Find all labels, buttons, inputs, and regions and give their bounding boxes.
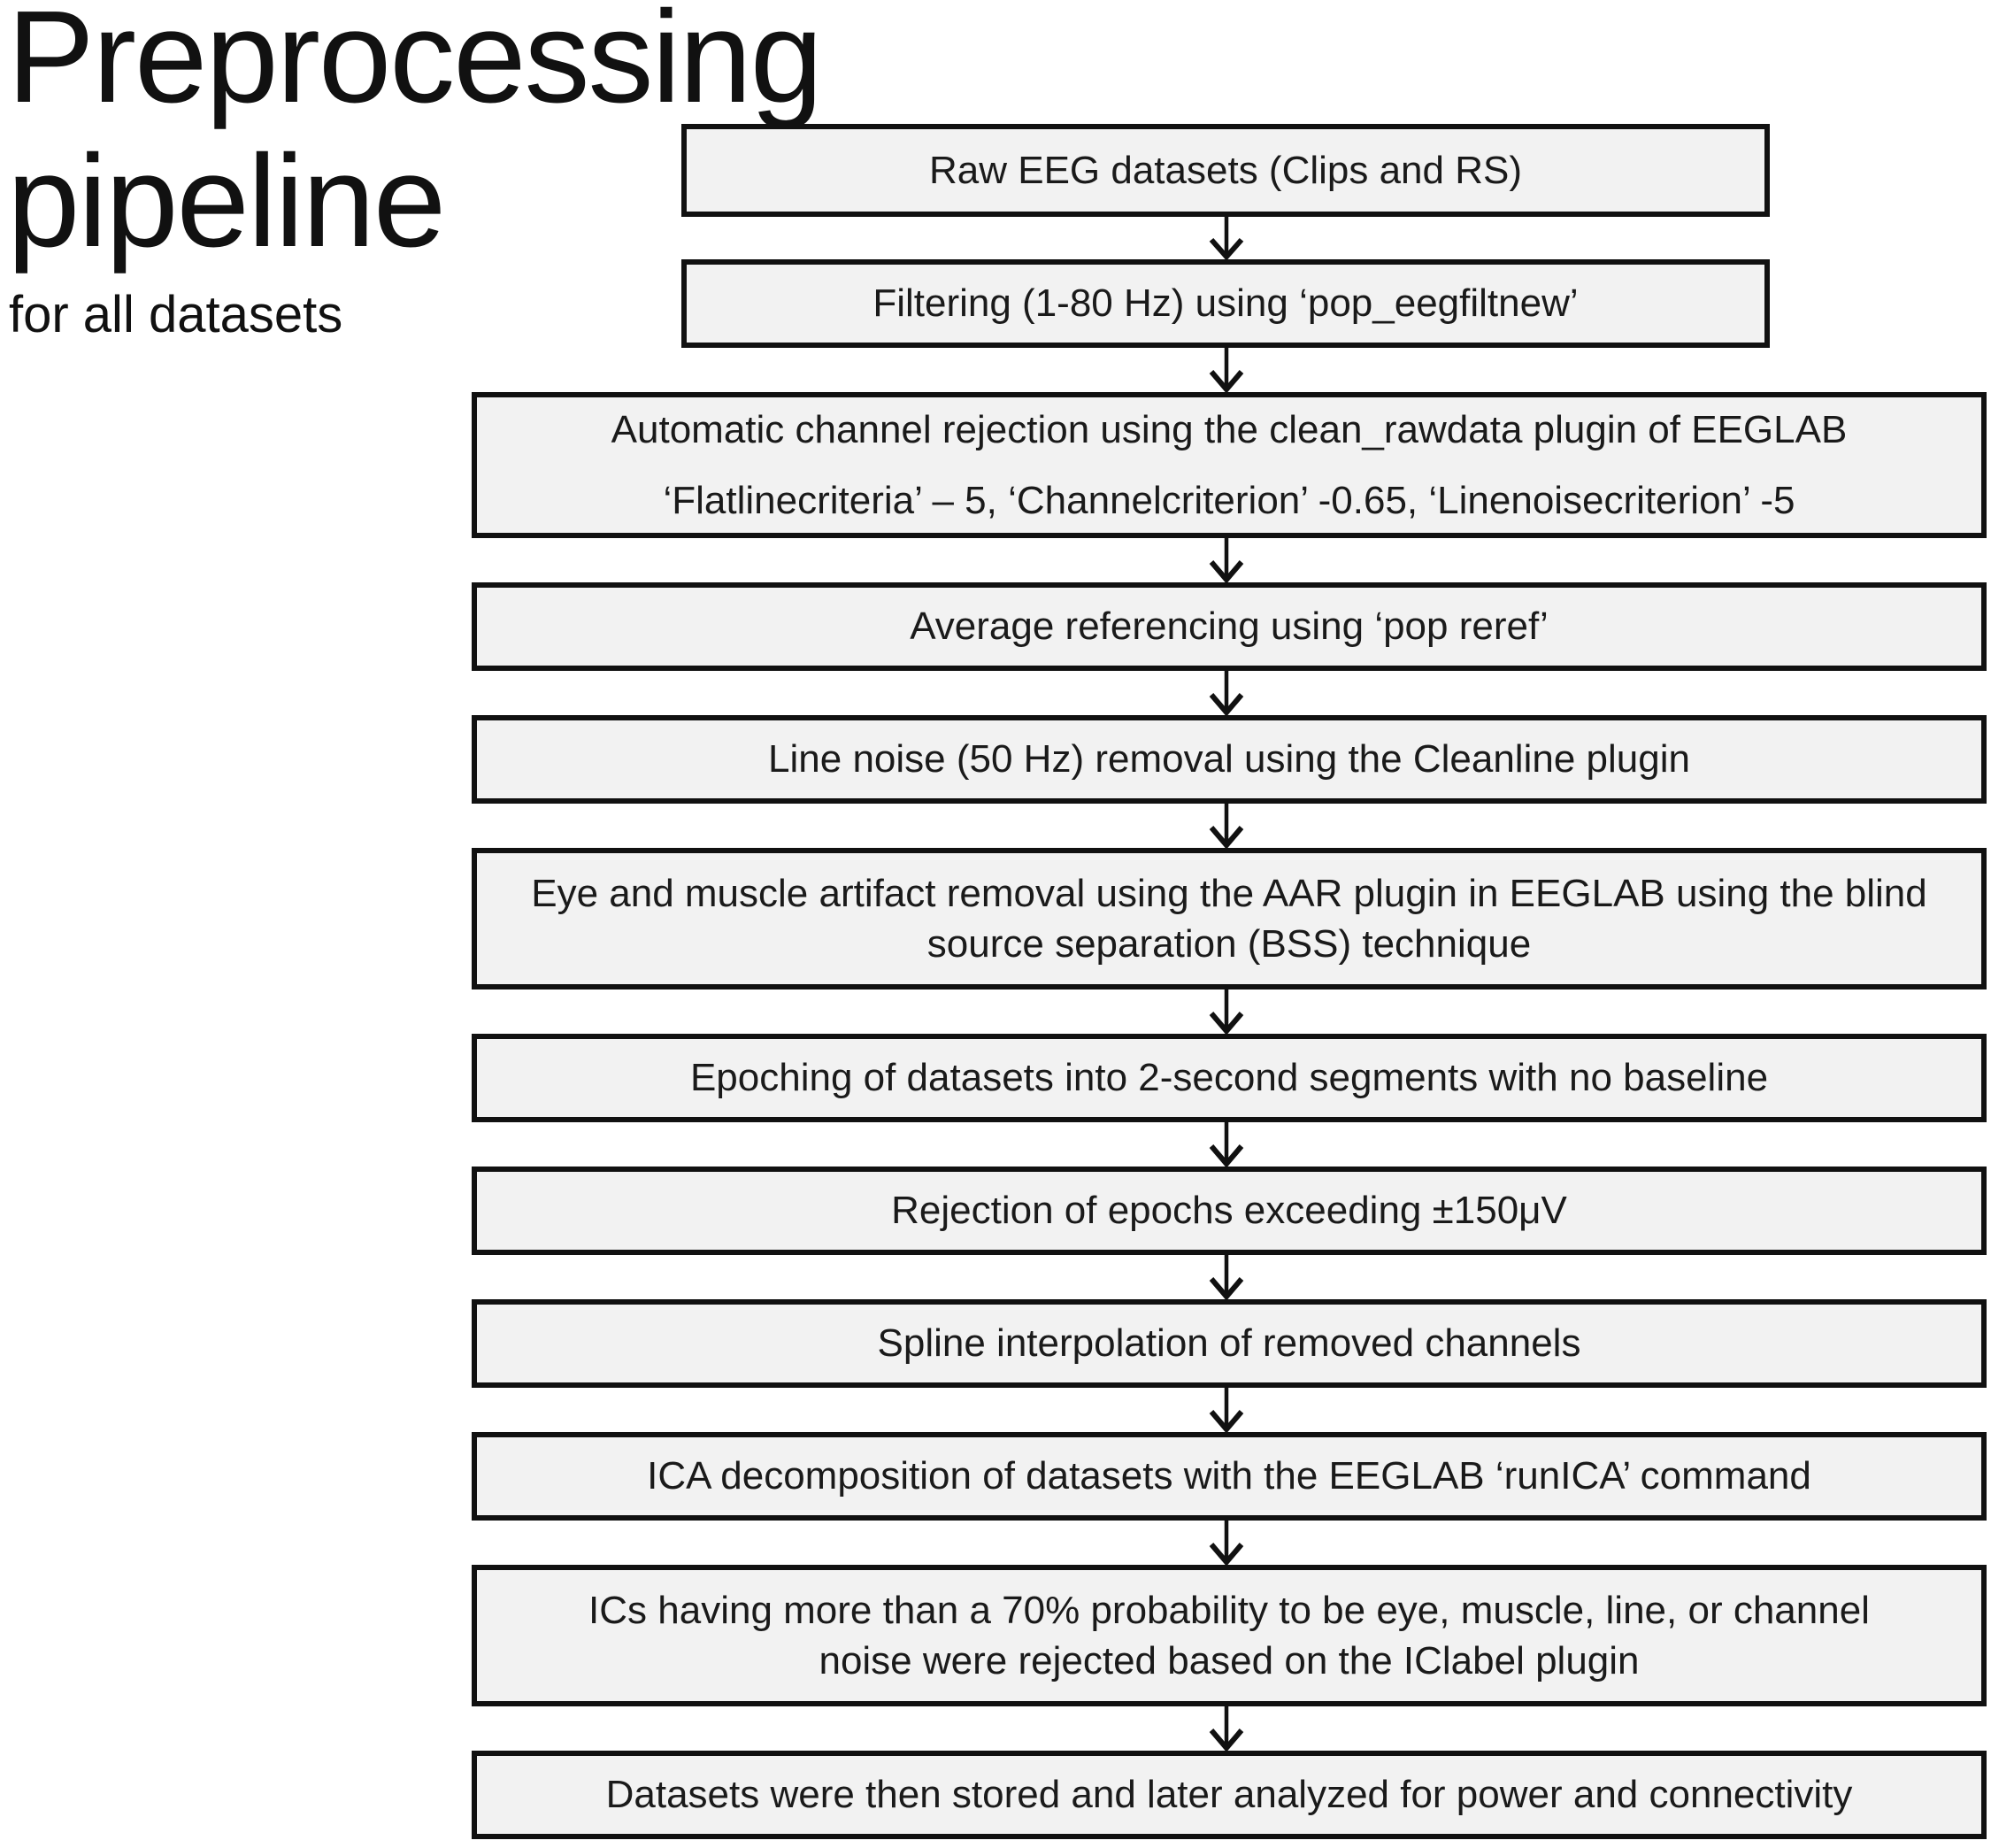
flow-arrow-icon	[1205, 804, 1248, 848]
step-ic-rejection-label: ICs having more than a 70% probability t…	[588, 1588, 1870, 1682]
step-storage-label: Datasets were then stored and later anal…	[605, 1773, 1853, 1817]
page-title-line-1: Preprocessing	[7, 0, 823, 130]
step-average-referencing-label: Average referencing using ‘pop reref’	[910, 604, 1549, 649]
step-channel-rejection-label: Automatic channel rejection using the cl…	[611, 408, 1848, 452]
step-filtering-label: Filtering (1-80 Hz) using ‘pop_eegfiltne…	[873, 281, 1579, 326]
step-filtering: Filtering (1-80 Hz) using ‘pop_eegfiltne…	[681, 259, 1770, 348]
step-epoching-label: Epoching of datasets into 2-second segme…	[689, 1056, 1769, 1100]
flow-arrow-icon	[1205, 1255, 1248, 1299]
flow-arrow-icon	[1205, 1122, 1248, 1167]
step-spline-interpolation: Spline interpolation of removed channels	[472, 1299, 1987, 1388]
flow-arrow-icon	[1205, 989, 1248, 1034]
step-artifact-removal-label: Eye and muscle artifact removal using th…	[531, 871, 1927, 966]
step-ica-decomposition-label: ICA decomposition of datasets with the E…	[647, 1454, 1811, 1498]
page-subtitle: for all datasets	[9, 286, 343, 343]
flow-arrow-icon	[1205, 1706, 1248, 1751]
step-spline-interpolation-label: Spline interpolation of removed channels	[877, 1321, 1581, 1366]
step-epoch-rejection: Rejection of epochs exceeding ±150μV	[472, 1167, 1987, 1255]
step-storage: Datasets were then stored and later anal…	[472, 1751, 1987, 1839]
flow-arrow-icon	[1205, 1388, 1248, 1432]
step-ica-decomposition: ICA decomposition of datasets with the E…	[472, 1432, 1987, 1521]
flow-arrow-icon	[1205, 538, 1248, 582]
flow-arrow-icon	[1205, 1521, 1248, 1565]
flow-arrow-icon	[1205, 671, 1248, 715]
flow-arrow-icon	[1205, 348, 1248, 392]
step-line-noise-removal-label: Line noise (50 Hz) removal using the Cle…	[768, 737, 1690, 782]
step-ic-rejection: ICs having more than a 70% probability t…	[472, 1565, 1987, 1706]
step-channel-rejection-criteria: ‘Flatlinecriteria’ – 5, ‘Channelcriterio…	[663, 478, 1795, 522]
page-title-line-2: pipeline	[7, 127, 446, 274]
step-raw-eeg-label: Raw EEG datasets (Clips and RS)	[928, 148, 1523, 192]
step-artifact-removal: Eye and muscle artifact removal using th…	[472, 848, 1987, 989]
step-raw-eeg: Raw EEG datasets (Clips and RS)	[681, 124, 1770, 217]
step-epoching: Epoching of datasets into 2-second segme…	[472, 1034, 1987, 1122]
step-channel-rejection: Automatic channel rejection using the cl…	[472, 392, 1987, 538]
flow-arrow-icon	[1205, 217, 1248, 259]
page-title: Preprocessing pipeline	[7, 0, 823, 274]
step-line-noise-removal: Line noise (50 Hz) removal using the Cle…	[472, 715, 1987, 804]
step-epoch-rejection-label: Rejection of epochs exceeding ±150μV	[891, 1189, 1567, 1233]
step-average-referencing: Average referencing using ‘pop reref’	[472, 582, 1987, 671]
